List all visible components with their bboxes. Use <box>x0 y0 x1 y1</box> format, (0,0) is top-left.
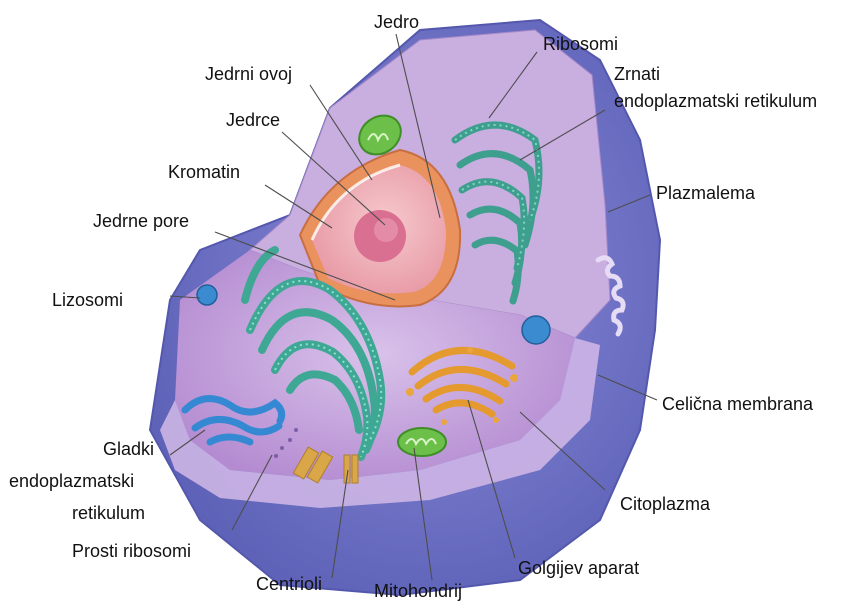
label-plazmalema: Plazmalema <box>656 183 756 203</box>
label-gladki-2: endoplazmatski <box>9 471 134 491</box>
label-jedrce: Jedrce <box>226 110 280 130</box>
label-centrioli: Centrioli <box>256 574 322 594</box>
lysosome-right <box>522 316 550 344</box>
lysosome-left <box>197 285 217 305</box>
label-golgijev-aparat: Golgijev aparat <box>518 558 639 578</box>
label-lizosomi: Lizosomi <box>52 290 123 310</box>
label-mitohondrij: Mitohondrij <box>374 581 462 601</box>
label-jedrni-ovoj: Jedrni ovoj <box>205 64 292 84</box>
label-citoplazma: Citoplazma <box>620 494 711 514</box>
label-prosti-ribosomi: Prosti ribosomi <box>72 541 191 561</box>
label-jedro: Jedro <box>374 12 419 32</box>
label-jedrne-pore: Jedrne pore <box>93 211 189 231</box>
label-kromatin: Kromatin <box>168 162 240 182</box>
label-zrnati-2: endoplazmatski retikulum <box>614 91 817 111</box>
mitochondrion-bottom <box>398 428 446 456</box>
label-gladki-3: retikulum <box>72 503 145 523</box>
label-celicna-membrana: Celična membrana <box>662 394 814 414</box>
label-ribosomi: Ribosomi <box>543 34 618 54</box>
label-gladki-1: Gladki <box>103 439 154 459</box>
label-zrnati-1: Zrnati <box>614 64 660 84</box>
